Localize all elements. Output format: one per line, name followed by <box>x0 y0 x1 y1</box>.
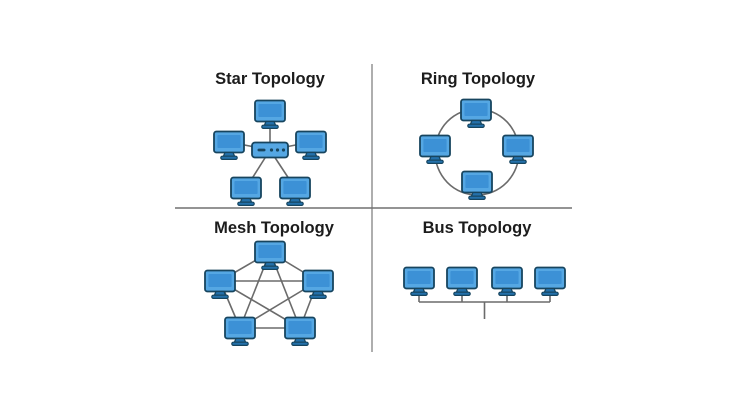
computer-icon <box>204 269 236 300</box>
mesh-topology-panel: Mesh Topology <box>204 219 335 347</box>
computer-icon <box>284 316 316 347</box>
star-topology-panel: Star Topology <box>213 70 327 207</box>
computer-icon <box>295 130 327 161</box>
bus-topology-panel: Bus Topology <box>403 219 566 319</box>
computer-icon <box>230 176 262 207</box>
computer-icon <box>279 176 311 207</box>
computer-icon <box>419 134 451 165</box>
computer-icon <box>224 316 256 347</box>
computer-icon <box>446 266 478 297</box>
bus-topology-title: Bus Topology <box>423 219 533 237</box>
ring-topology-title: Ring Topology <box>421 70 536 88</box>
computer-icon <box>461 170 493 201</box>
ring-topology-panel: Ring Topology <box>419 70 536 201</box>
computer-icon <box>254 99 286 130</box>
computer-icon <box>213 130 245 161</box>
computer-icon <box>502 134 534 165</box>
computer-icon <box>302 269 334 300</box>
hub-icon <box>251 141 289 159</box>
computer-icon <box>254 240 286 271</box>
mesh-topology-title: Mesh Topology <box>214 219 335 237</box>
computer-icon <box>491 266 523 297</box>
bus-connection-lines <box>418 280 551 319</box>
computer-icon <box>403 266 435 297</box>
computer-icon <box>460 98 492 129</box>
computer-icon <box>534 266 566 297</box>
star-topology-title: Star Topology <box>215 70 326 88</box>
